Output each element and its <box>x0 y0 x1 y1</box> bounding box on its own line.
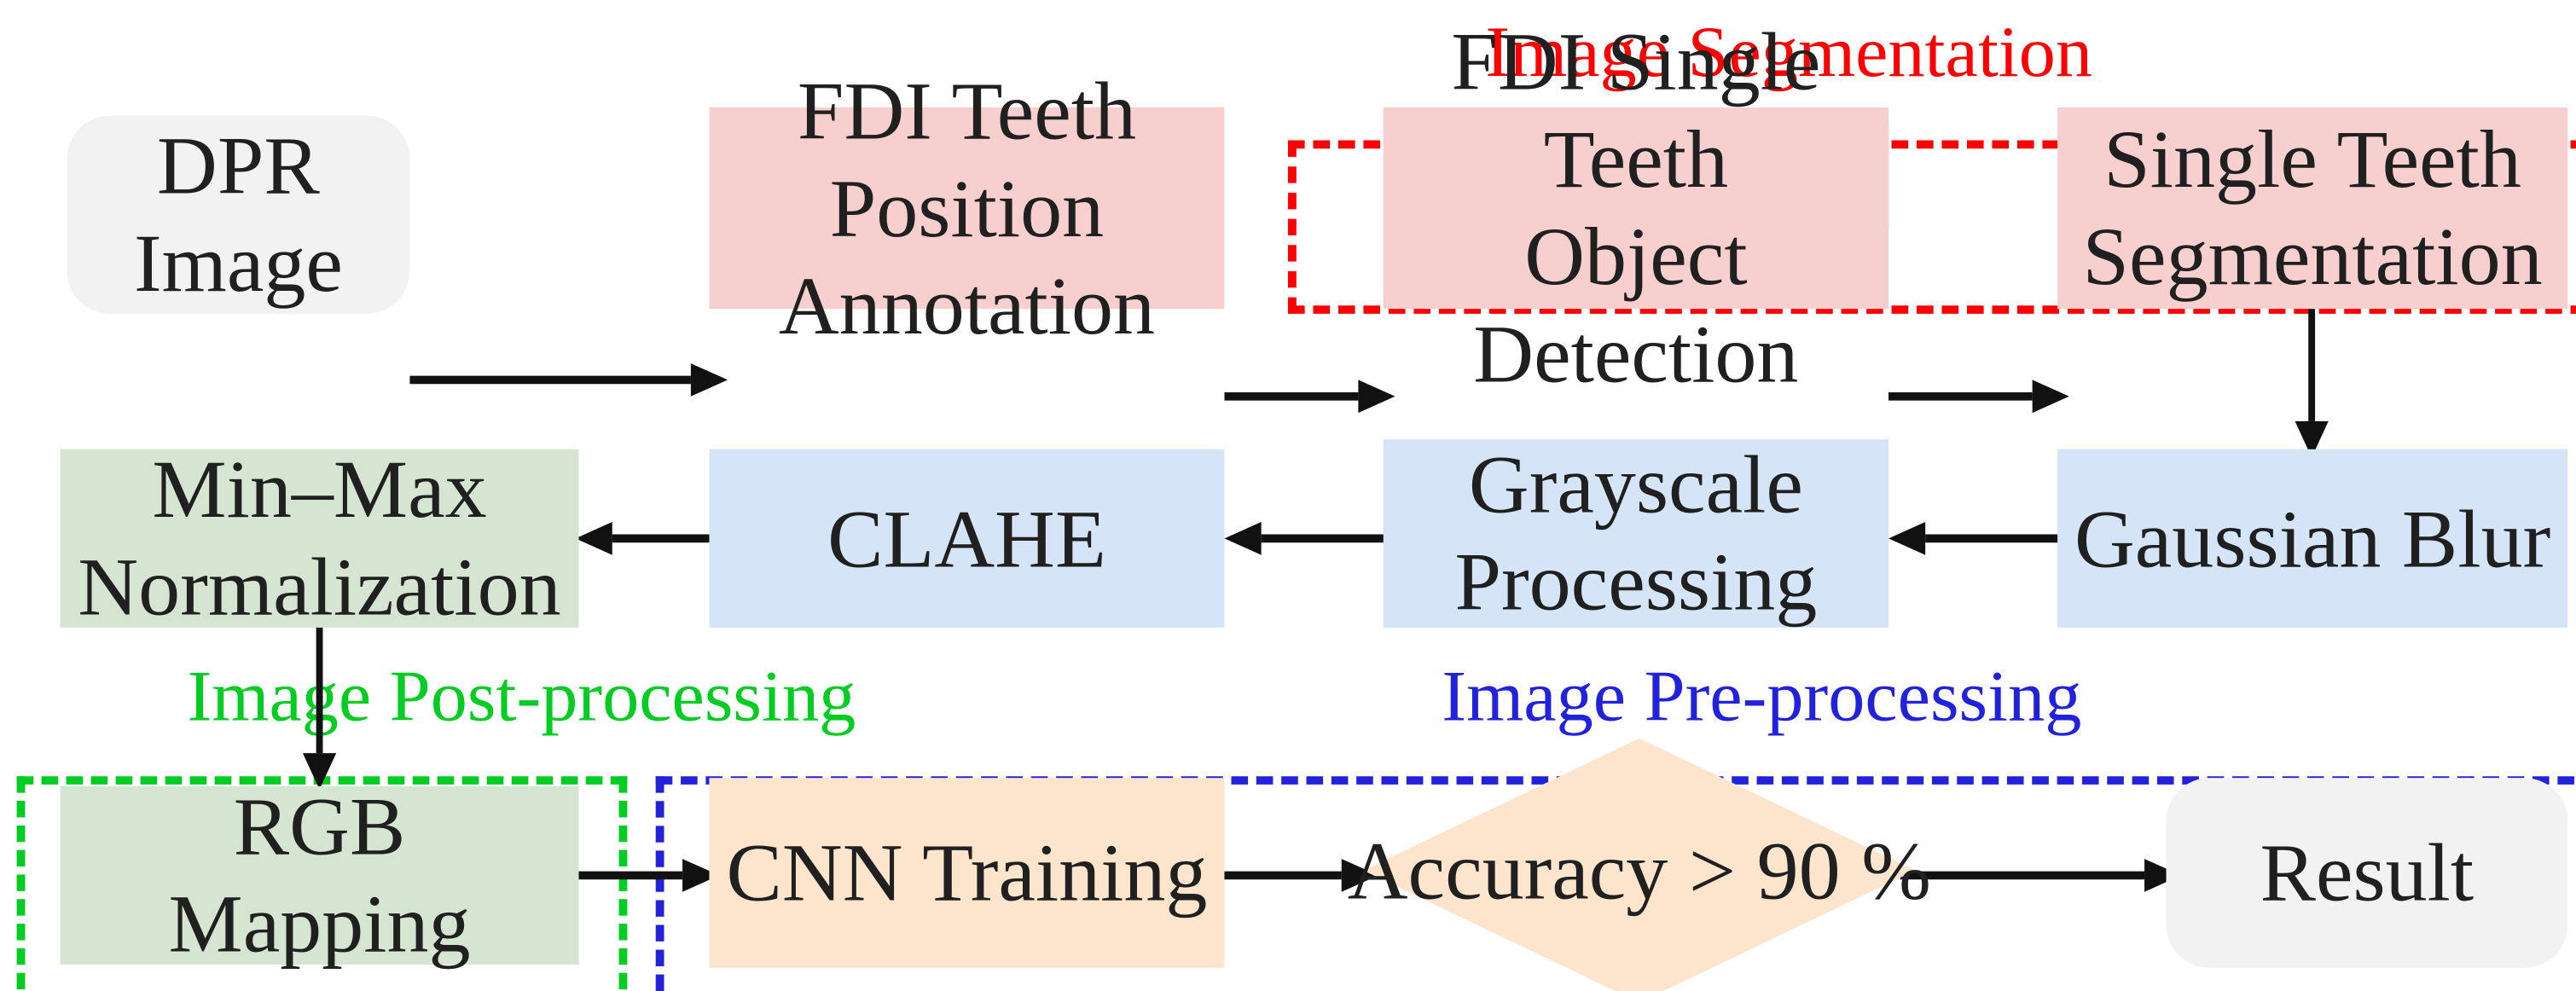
node-label-clahe: CLAHE <box>827 491 1106 584</box>
edge-blur-to-grayscale <box>1888 521 2063 555</box>
node-label-gaussian-blur: Gaussian Blur <box>2074 491 2551 584</box>
node-accuracy-check[interactable]: Accuracy > 90 % <box>1348 738 1931 991</box>
edge-segmentation-to-blur <box>2295 309 2329 458</box>
node-label-cnn-training: CNN Training <box>726 826 1208 919</box>
node-rgb-mapping[interactable]: RGB Mapping <box>60 779 579 970</box>
edge-rgb-to-cnn-training <box>575 859 720 892</box>
node-result[interactable]: Result <box>2166 778 2568 968</box>
edge-grayscale-to-clahe <box>1224 521 1389 555</box>
edge-detection-to-segmentation <box>1888 380 2069 414</box>
edge-clahe-to-minmax <box>575 521 717 555</box>
group-label-image-segmentation: Image Segmentation <box>1485 11 2093 93</box>
node-gaussian-blur[interactable]: Gaussian Blur <box>2057 449 2568 628</box>
node-clahe[interactable]: CLAHE <box>709 449 1225 628</box>
node-label-rgb-mapping: RGB Mapping <box>168 779 471 970</box>
group-label-image-post-processing: Image Post-processing <box>187 655 856 737</box>
group-box-image-segmentation <box>1288 140 2576 314</box>
edge-dpr-to-fdi-position <box>409 363 728 397</box>
edge-fdi-position-to-detection <box>1224 380 1395 414</box>
node-cnn-training[interactable]: CNN Training <box>709 778 1225 968</box>
group-label-image-pre-processing: Image Pre-processing <box>1442 655 2082 737</box>
edge-accuracy-to-result <box>1900 859 2182 892</box>
node-label-dpr-image: DPR Image <box>133 119 343 310</box>
node-label-accuracy-check: Accuracy > 90 % <box>1347 824 1931 917</box>
node-dpr-image[interactable]: DPR Image <box>67 115 410 314</box>
edge-minmax-to-rgb <box>302 624 337 790</box>
edge-cnn-training-to-accuracy <box>1224 859 1378 892</box>
node-label-result: Result <box>2260 826 2474 919</box>
